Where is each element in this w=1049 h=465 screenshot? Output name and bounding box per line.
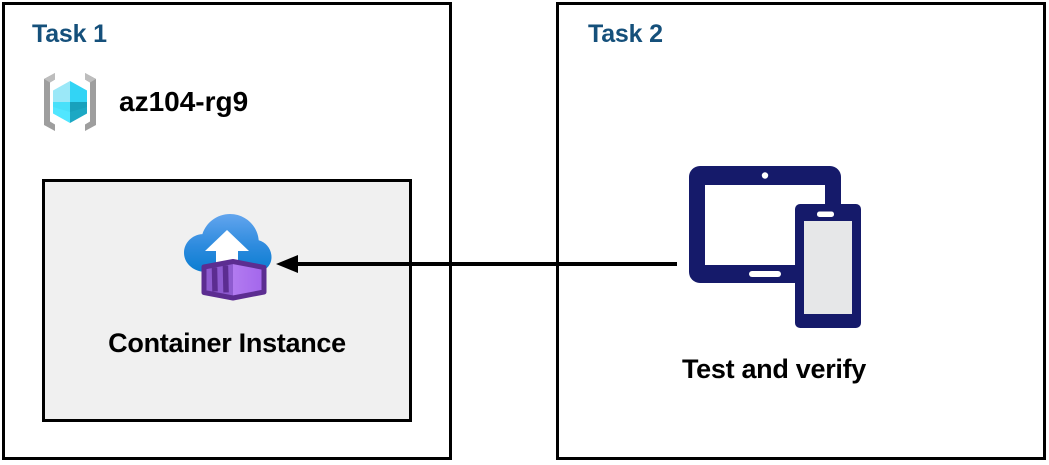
azure-resource-group-icon (44, 73, 96, 131)
container-instance-label: Container Instance (108, 328, 346, 358)
task-1-panel: Task 1 az104 (2, 2, 452, 460)
tablet-and-phone-icon (689, 166, 861, 328)
test-and-verify-block: Test and verify (624, 160, 924, 385)
resource-group-name: az104-rg9 (119, 86, 249, 117)
test-and-verify-label: Test and verify (681, 354, 867, 384)
task-1-label: Task 1 (32, 20, 107, 48)
container-instance-box: Container Instance (42, 179, 412, 422)
task-2-label: Task 2 (588, 20, 663, 48)
azure-container-instance-icon (184, 214, 272, 301)
resource-group-row: az104-rg9 (35, 67, 248, 137)
connector-arrow-icon (276, 255, 677, 273)
